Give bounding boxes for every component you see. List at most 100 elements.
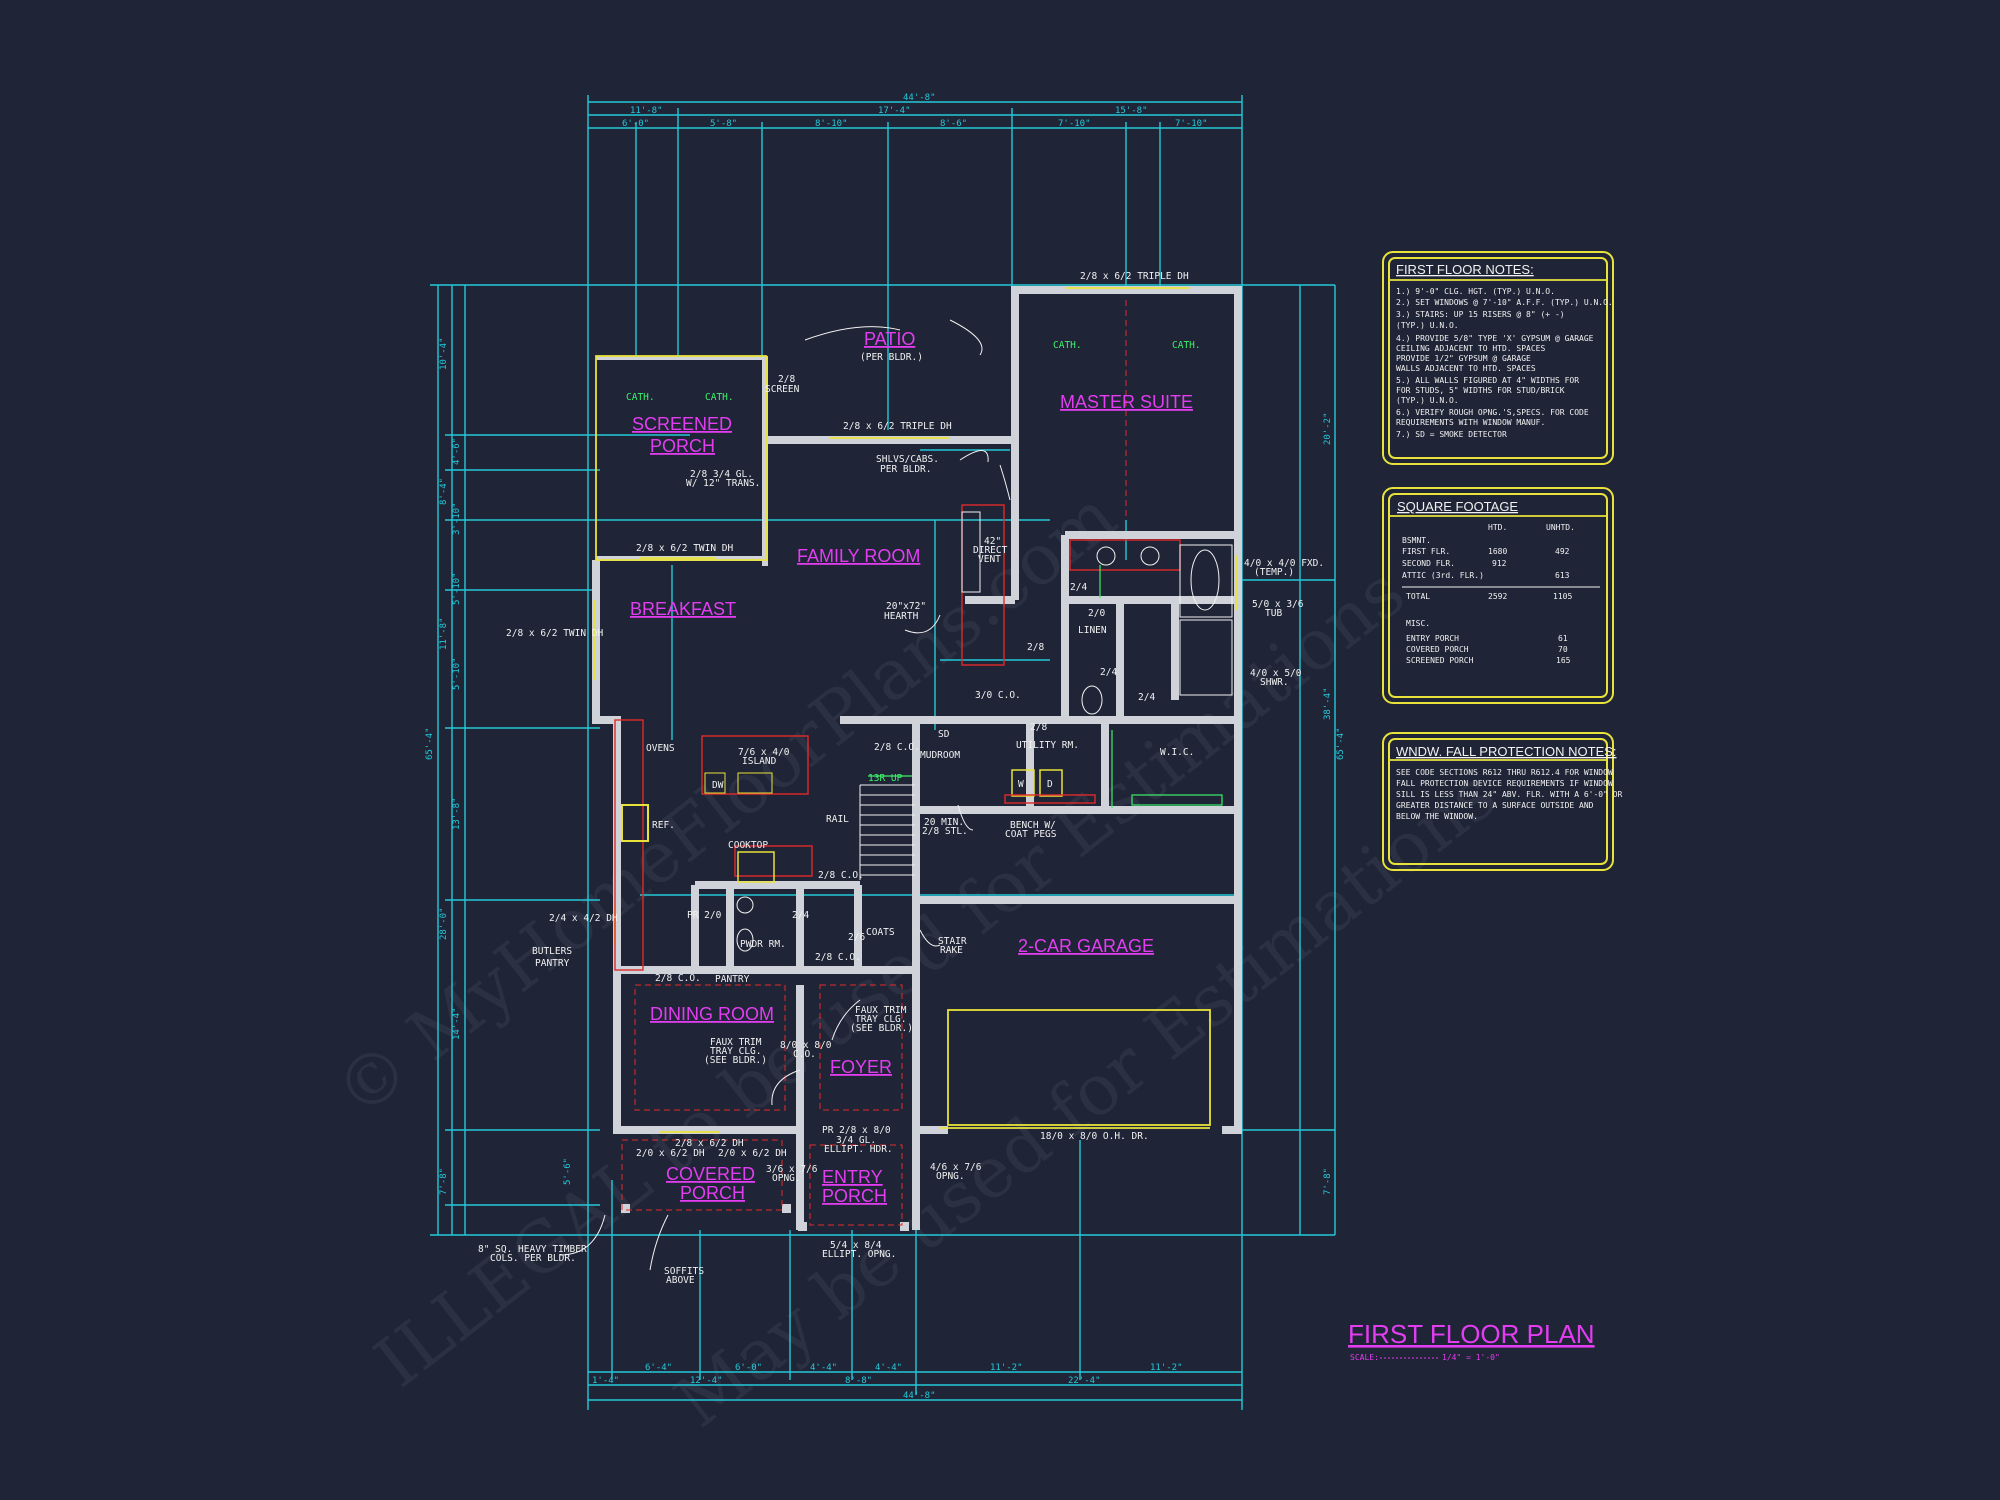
opng46-1: 4/6 x 7/6 (930, 1162, 982, 1173)
sqft-row-label: BSMNT. (1402, 536, 1431, 545)
note-line: 1.) 9'-0" CLG. HGT. (TYP.) U.N.O. (1396, 287, 1555, 296)
dim-bot-5: 11'-2" (990, 1363, 1023, 1373)
dim-left-5: 5'-10" (452, 572, 462, 605)
shlvs-1: SHLVS/CABS. (876, 454, 939, 465)
dim-bot-1: 6'-4" (645, 1363, 672, 1373)
note-line: (TYP.) U.N.O. (1396, 321, 1459, 330)
ovens: OVENS (646, 743, 675, 754)
stair-rake-2: RAKE (940, 945, 963, 956)
dim-right-1: 20'-2" (1323, 412, 1333, 445)
d28a: 2/8 (1027, 642, 1044, 653)
plan-details (559, 287, 1237, 1271)
sqft-row-unhtd: 492 (1555, 547, 1570, 556)
room-pantry: PANTRY (715, 974, 750, 985)
triple-dh-top: 2/8 x 6/2 TRIPLE DH (1080, 271, 1189, 282)
gl-trans-2: W/ 12" TRANS. (686, 478, 760, 489)
room-screened-porch-2: PORCH (650, 436, 715, 456)
fxd-1: 4/0 x 4/0 FXD. (1244, 558, 1324, 569)
island-2: ISLAND (742, 756, 777, 767)
hearth-1: 20"x72" (886, 601, 926, 612)
plan-title-block: FIRST FLOOR PLAN SCALE: 1/4" = 1'-0" (1348, 1319, 1595, 1362)
cath-3: CATH. (1053, 340, 1082, 351)
soffits-1: SOFFITS (664, 1266, 704, 1277)
gl-trans-1: 2/8 3/4 GL. (690, 469, 753, 480)
dim-bot-8: 12'-4" (690, 1376, 723, 1386)
d28-util: 2/8 (1030, 722, 1047, 733)
opng36-1: 3/6 x 7/6 (766, 1164, 818, 1175)
fall-title: WNDW. FALL PROTECTION NOTES: (1396, 744, 1617, 759)
dim-top-7: 8'-6" (940, 119, 967, 129)
note-line: (TYP.) U.N.O. (1396, 396, 1459, 405)
dim-top-6: 8'-10" (815, 119, 848, 129)
sqft-total-unhtd: 1105 (1553, 592, 1572, 601)
sqft-row-label: ATTIC (3rd. FLR.) (1402, 571, 1484, 580)
fall-line: SEE CODE SECTIONS R612 THRU R612.4 FOR W… (1396, 768, 1613, 777)
room-covered-porch-1: COVERED (666, 1164, 755, 1184)
faux2-1: FAUX TRIM (855, 1005, 907, 1016)
twin-dh-2: 2/8 x 6/2 TWIN DH (506, 628, 604, 639)
cols-2: COLS. PER BLDR. (490, 1253, 576, 1264)
d24a: 2/4 (792, 910, 809, 921)
shlvs-2: PER BLDR. (880, 464, 931, 475)
dim-top-5: 5'-8" (710, 119, 737, 129)
stair-treads (859, 775, 915, 880)
room-patio: PATIO (864, 329, 915, 349)
cols-1: 8" SQ. HEAVY TIMBER (478, 1244, 587, 1255)
notes-title: FIRST FLOOR NOTES: (1396, 262, 1534, 277)
co-810-1: 8/0 x 8/0 (780, 1040, 832, 1051)
ohdr: 18/0 x 8/0 O.H. DR. (1040, 1131, 1149, 1142)
note-line: REQUIREMENTS WITH WINDOW MANUF. (1396, 418, 1545, 427)
dh-dn-1: 2/8 x 6/2 DH (675, 1138, 744, 1149)
fall-line: GREATER DISTANCE TO A SURFACE OUTSIDE AN… (1396, 801, 1594, 810)
dim-left-8: 13'-8" (452, 797, 462, 830)
room-coats: COATS (866, 927, 895, 938)
sqft-total-label: TOTAL (1406, 592, 1430, 601)
dim-right-3: 7'-8" (1323, 1168, 1333, 1195)
faux1-2: TRAY CLG. (710, 1046, 761, 1057)
d24d: 2/4 (1138, 692, 1155, 703)
misc-row-val: 165 (1556, 656, 1571, 665)
dim-bot-6: 11'-2" (1150, 1363, 1183, 1373)
misc-row-label: COVERED PORCH (1406, 645, 1469, 654)
dim-left-overall: 65'-4" (425, 727, 435, 760)
scale-value: 1/4" = 1'-0" (1442, 1353, 1500, 1362)
dryer: D (1047, 779, 1053, 790)
note-line: 7.) SD = SMOKE DETECTOR (1396, 430, 1507, 439)
dim-left-3: 8'-4" (439, 478, 449, 505)
room-wic: W.I.C. (1160, 747, 1194, 758)
scale-label: SCALE: (1350, 1353, 1379, 1362)
min-1: 20 MIN. (924, 817, 964, 828)
fall-line: FALL PROTECTION DEVICE REQUIREMENTS IF W… (1396, 779, 1613, 788)
dim-top-overall: 44'-8" (903, 93, 936, 103)
fall-line: SILL IS LESS THAN 24" ABV. FLR. WITH A 6… (1396, 790, 1623, 799)
ellipt-1: 3/4 GL. (836, 1135, 876, 1146)
cath-1: CATH. (626, 392, 655, 403)
room-screened-porch-1: SCREENED (632, 414, 732, 434)
dim-top-2: 17'-4" (878, 106, 911, 116)
opng36-2: OPNG. (772, 1173, 801, 1184)
note-line: FOR STUDS, 5" WIDTHS FOR STUD/BRICK (1396, 386, 1565, 395)
note-line: 2.) SET WINDOWS @ 7'-10" A.F.F. (TYP.) U… (1396, 298, 1613, 307)
misc-row-val: 61 (1558, 634, 1568, 643)
d26: 2/6 (848, 932, 865, 943)
room-mudroom: MUDROOM (920, 750, 960, 761)
walls (592, 286, 1242, 1231)
sqft-misc-title: MISC. (1406, 619, 1430, 628)
dim-left-1: 10'-4" (439, 337, 449, 370)
room-dining: DINING ROOM (650, 1004, 774, 1024)
room-pwdr: PWDR RM. (740, 939, 786, 950)
co-28b: 2/8 C.O. (818, 870, 864, 881)
d24b: 2/4 (1070, 582, 1087, 593)
faux2-3: (SEE BLDR.) (850, 1023, 913, 1034)
pr-28: PR 2/8 x 8/0 (822, 1125, 891, 1136)
sqft-row-htd: 912 (1492, 559, 1507, 568)
room-breakfast: BREAKFAST (630, 599, 736, 619)
dim-left-12: 5'-6" (563, 1158, 573, 1185)
first-floor-notes: FIRST FLOOR NOTES: 1.) 9'-0" CLG. HGT. (… (1382, 251, 1614, 465)
dim-right-2: 38'-4" (1323, 687, 1333, 720)
d20: 2/0 (1088, 608, 1105, 619)
room-utility: UTILITY RM. (1016, 740, 1079, 751)
dim-top-8: 7'-10" (1058, 119, 1091, 129)
cath-4: CATH. (1172, 340, 1201, 351)
